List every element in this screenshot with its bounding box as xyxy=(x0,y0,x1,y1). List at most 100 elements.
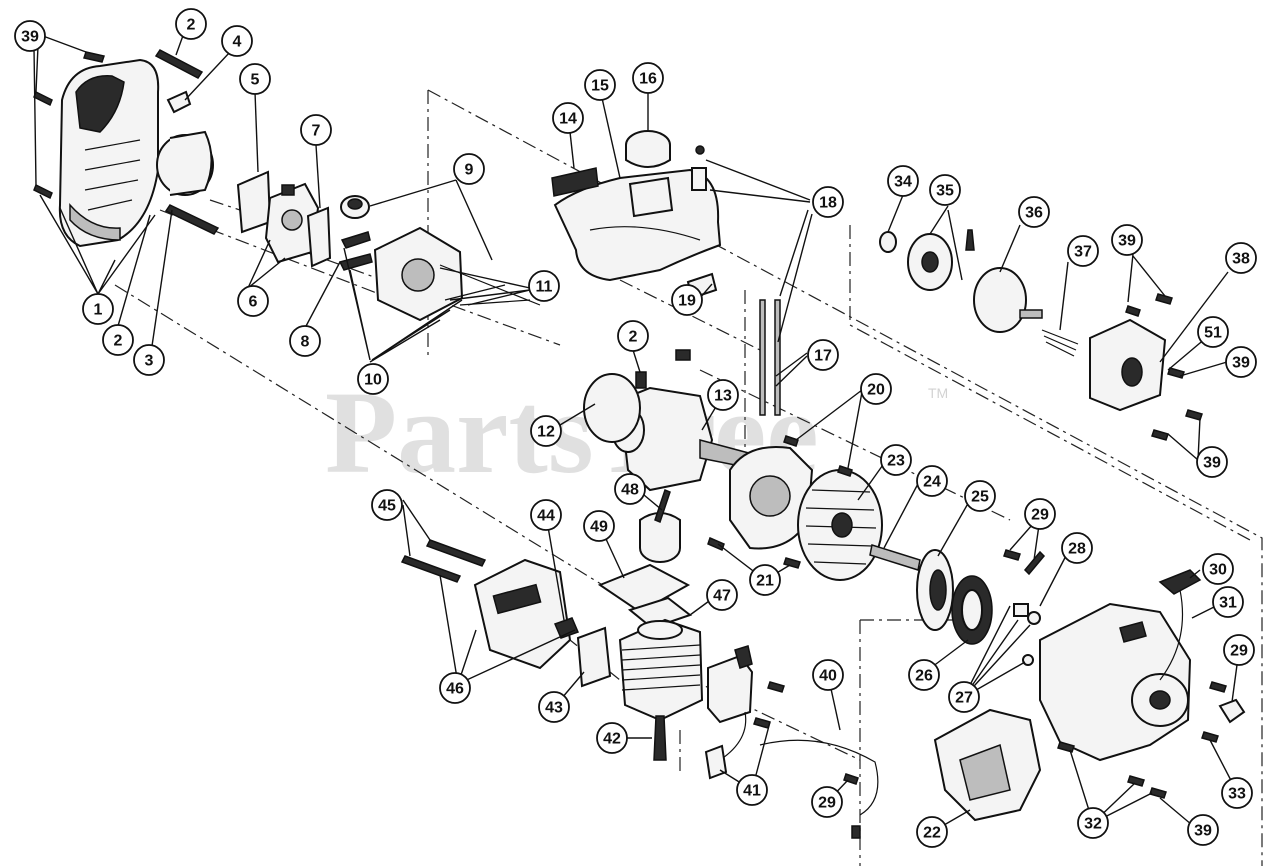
callout-c47: 47 xyxy=(706,579,738,611)
callout-c40: 40 xyxy=(812,659,844,691)
washer xyxy=(879,231,897,253)
callout-c39d: 39 xyxy=(1196,446,1228,478)
fuel-tank-strip xyxy=(551,167,599,197)
callout-c2a: 2 xyxy=(175,8,207,40)
callout-number: 39 xyxy=(1203,455,1221,472)
callout-circle xyxy=(749,564,781,596)
fuel-tank xyxy=(553,168,722,282)
callout-c8: 8 xyxy=(289,325,321,357)
exhaust-plate xyxy=(576,626,612,688)
callout-c7: 7 xyxy=(300,114,332,146)
clutch-drum xyxy=(973,267,1043,333)
callout-circle xyxy=(102,324,134,356)
callout-number: 9 xyxy=(465,162,474,179)
callout-c20: 20 xyxy=(860,373,892,405)
starter-pulley xyxy=(916,549,954,631)
callout-circle xyxy=(1067,235,1099,267)
callout-circle xyxy=(1196,446,1228,478)
callout-circle xyxy=(1197,316,1229,348)
callout-c35: 35 xyxy=(929,174,961,206)
callout-circle xyxy=(530,499,562,531)
callout-number: 49 xyxy=(590,519,608,536)
callout-number: 36 xyxy=(1025,205,1043,222)
callout-c41: 41 xyxy=(736,774,768,806)
callout-circle xyxy=(14,20,46,52)
callout-number: 4 xyxy=(233,34,242,51)
callout-circle xyxy=(1187,814,1219,846)
callout-circle xyxy=(1212,586,1244,618)
callout-circle xyxy=(1225,346,1257,378)
callout-number: 10 xyxy=(364,372,382,389)
callout-c46: 46 xyxy=(439,672,471,704)
callout-c18: 18 xyxy=(812,186,844,218)
fuel-cap xyxy=(625,130,671,168)
callout-number: 5 xyxy=(251,72,260,89)
callout-c14: 14 xyxy=(552,102,584,134)
callout-c33: 33 xyxy=(1221,777,1253,809)
callout-number: 37 xyxy=(1074,244,1092,261)
callout-c2b: 2 xyxy=(102,324,134,356)
clutch-assembly xyxy=(907,233,953,291)
callout-number: 2 xyxy=(114,333,123,350)
callout-c44: 44 xyxy=(530,499,562,531)
callout-circle xyxy=(289,325,321,357)
callout-circle xyxy=(300,114,332,146)
callout-c10: 10 xyxy=(357,363,389,395)
callout-number: 39 xyxy=(1118,233,1136,250)
callout-circle xyxy=(807,339,839,371)
callout-circle xyxy=(584,69,616,101)
callout-number: 19 xyxy=(678,293,696,310)
callout-circle xyxy=(812,659,844,691)
callout-circle xyxy=(1024,498,1056,530)
callout-circle xyxy=(887,165,919,197)
callout-number: 27 xyxy=(955,690,973,707)
carburetor-gasket xyxy=(236,170,272,234)
callout-number: 26 xyxy=(915,668,933,685)
callout-number: 31 xyxy=(1219,595,1237,612)
callout-circle xyxy=(1061,532,1093,564)
callout-c26: 26 xyxy=(908,659,940,691)
callout-circle xyxy=(1111,224,1143,256)
callout-c49: 49 xyxy=(583,510,615,542)
callout-number: 29 xyxy=(818,795,836,812)
callout-circle xyxy=(706,579,738,611)
callout-number: 3 xyxy=(145,353,154,370)
callout-c4: 4 xyxy=(221,25,253,57)
callout-c6: 6 xyxy=(237,285,269,317)
callout-circle xyxy=(1223,634,1255,666)
callout-c36: 36 xyxy=(1018,196,1050,228)
callout-number: 42 xyxy=(603,731,621,748)
callout-circle xyxy=(614,473,646,505)
standoffs xyxy=(691,145,781,416)
callout-number: 25 xyxy=(971,489,989,506)
callout-c16: 16 xyxy=(632,62,664,94)
callout-c39c: 39 xyxy=(1225,346,1257,378)
callout-c34: 34 xyxy=(887,165,919,197)
callout-circle xyxy=(916,465,948,497)
callout-c23: 23 xyxy=(880,444,912,476)
callout-circle xyxy=(617,320,649,352)
callout-c42: 42 xyxy=(596,722,628,754)
callout-c37: 37 xyxy=(1067,235,1099,267)
callout-circle xyxy=(1202,553,1234,585)
callout-c45: 45 xyxy=(371,489,403,521)
callout-circle xyxy=(1225,242,1257,274)
callout-c30: 30 xyxy=(1202,553,1234,585)
callout-c29b: 29 xyxy=(1223,634,1255,666)
callout-number: 39 xyxy=(21,29,39,46)
callout-circle xyxy=(583,510,615,542)
callout-number: 35 xyxy=(936,183,954,200)
callout-number: 41 xyxy=(743,783,761,800)
starter-housing xyxy=(1039,602,1192,762)
callout-number: 21 xyxy=(756,573,774,590)
callout-number: 47 xyxy=(713,588,731,605)
clutch-spring xyxy=(1041,329,1079,357)
callout-circle xyxy=(528,270,560,302)
callout-c39e: 39 xyxy=(1187,814,1219,846)
callout-circle xyxy=(964,480,996,512)
callout-number: 22 xyxy=(923,825,941,842)
callout-c38: 38 xyxy=(1225,242,1257,274)
callout-c1: 1 xyxy=(82,293,114,325)
callout-number: 48 xyxy=(621,482,639,499)
